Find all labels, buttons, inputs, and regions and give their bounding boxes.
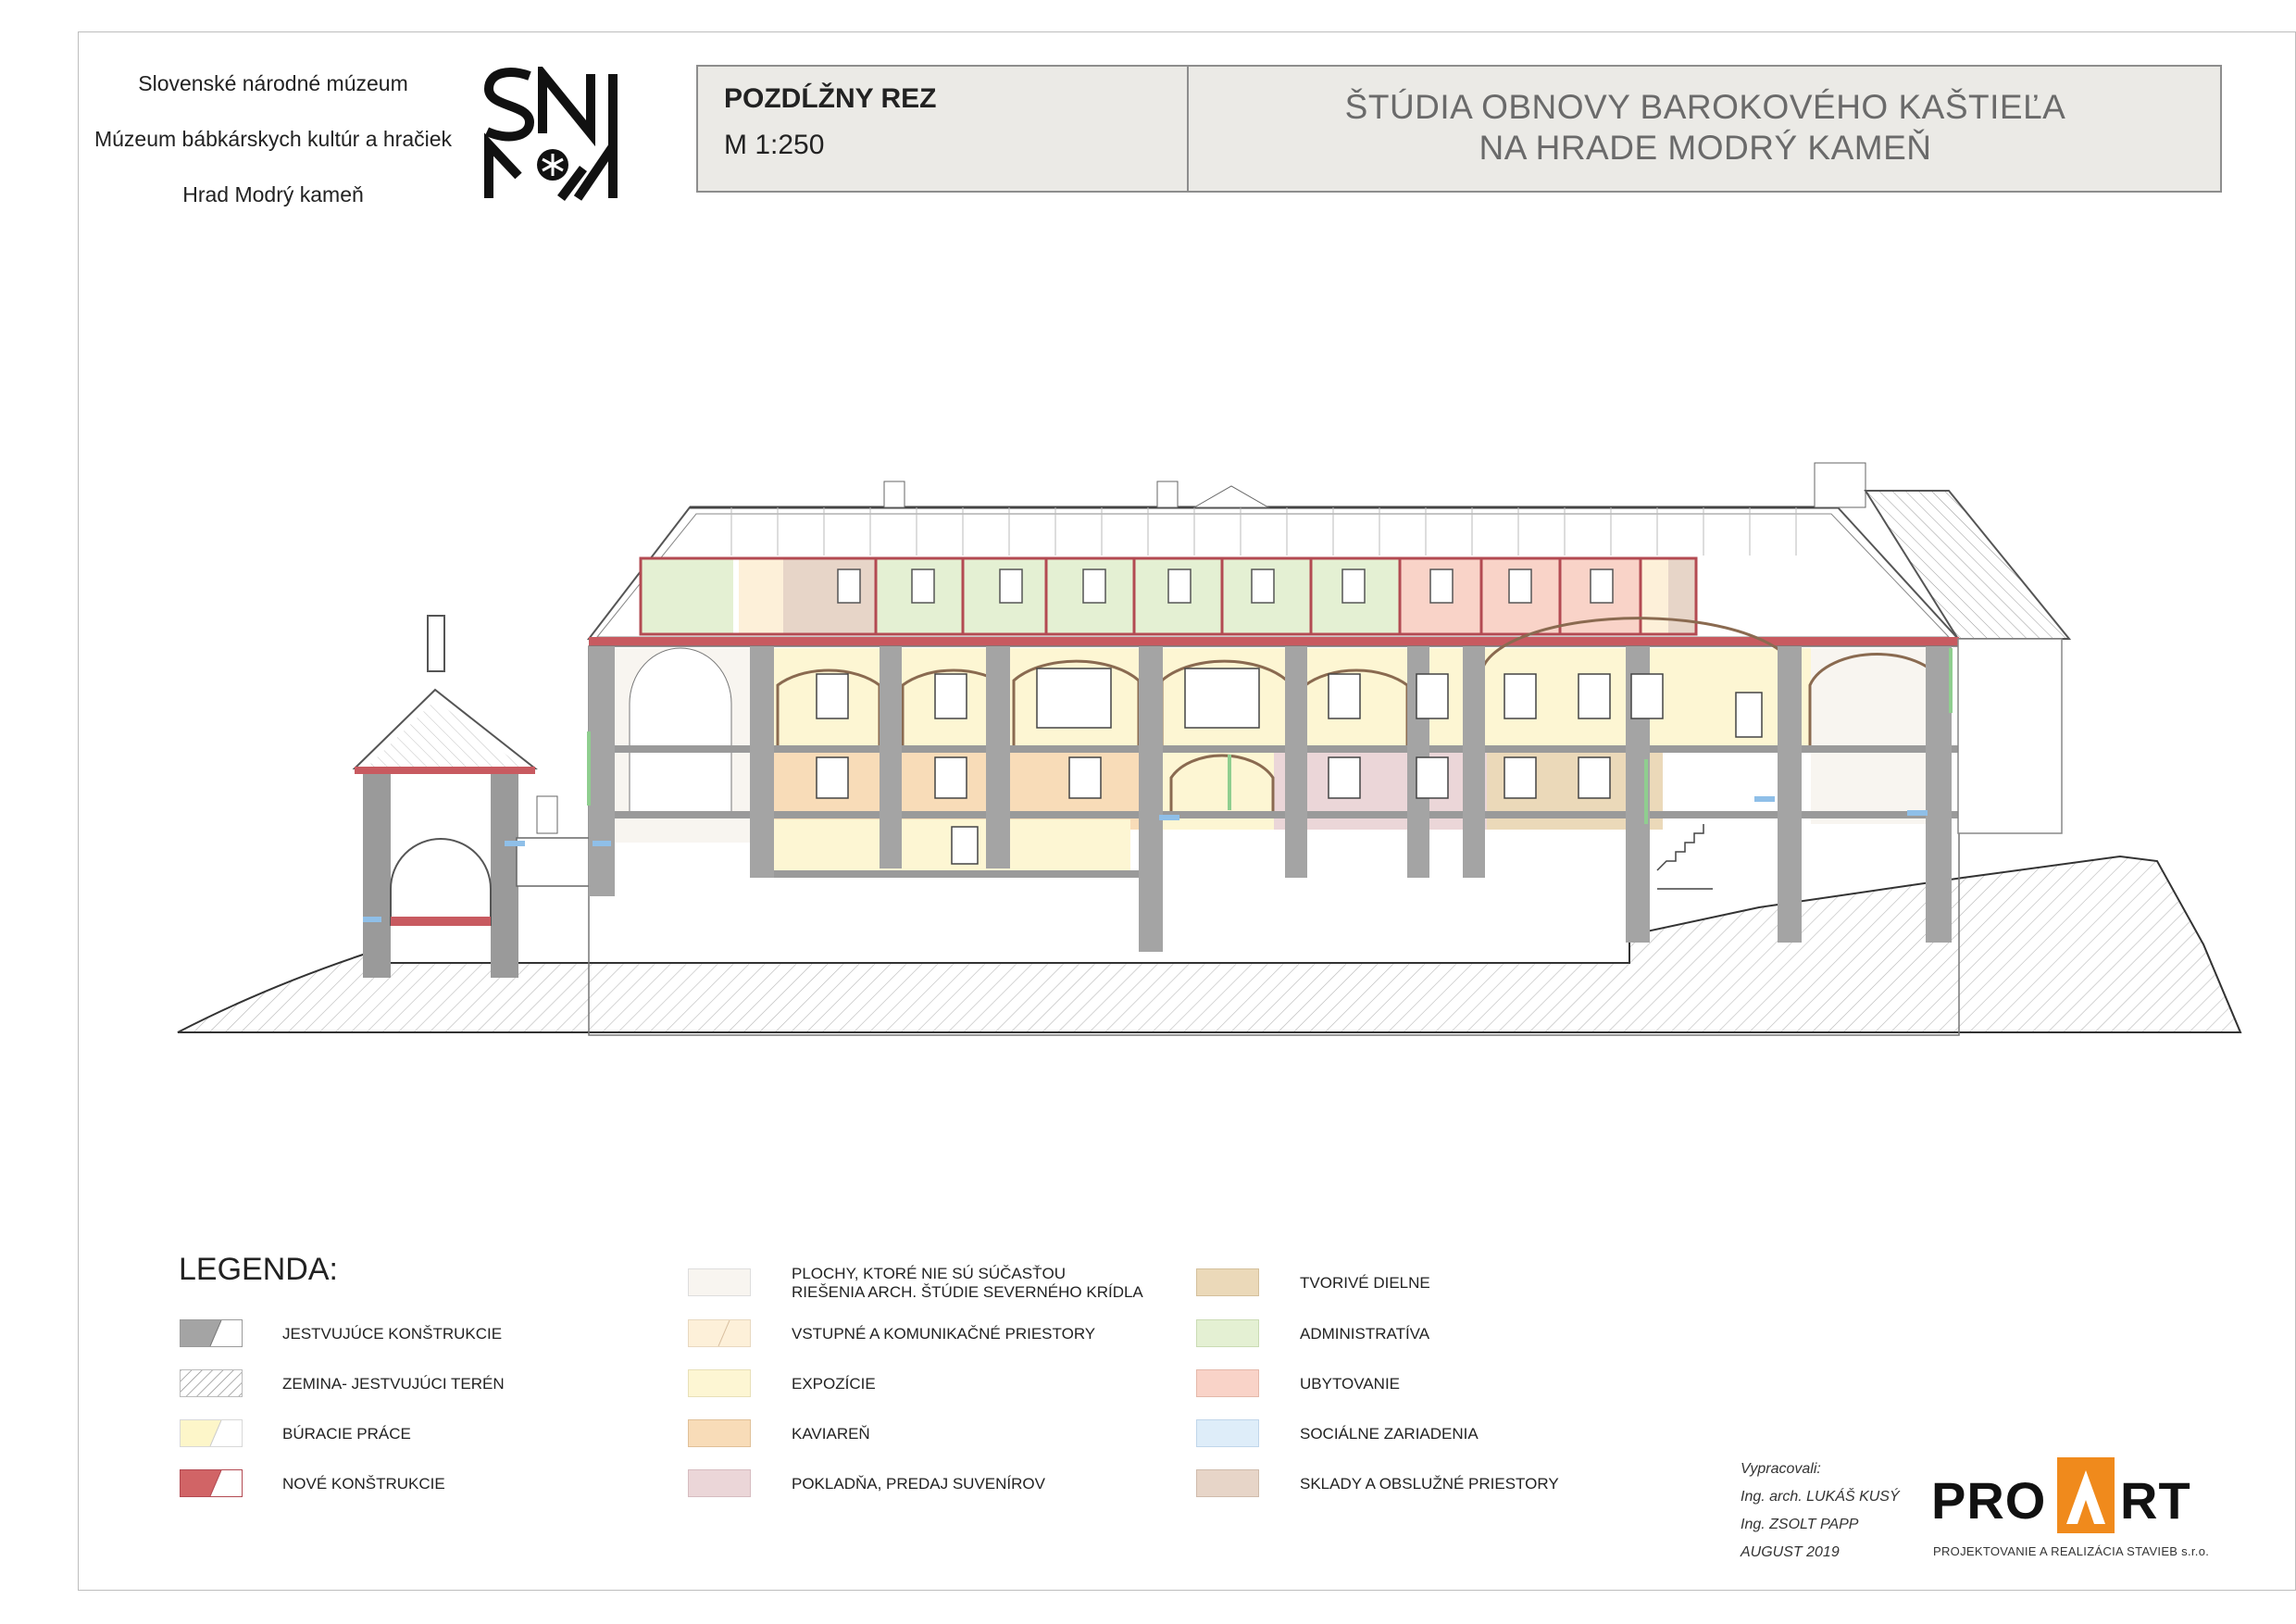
proart-logo-right: RT (2120, 1471, 2191, 1530)
legend-label-administration: ADMINISTRATÍVA (1300, 1325, 1430, 1343)
legend-swatch-entrance (688, 1319, 751, 1347)
snm-logo-icon (483, 67, 618, 201)
legend-label-workshops: TVORIVÉ DIELNE (1300, 1274, 1430, 1292)
connecting-passage (516, 837, 596, 887)
title-block: POZDĹŽNY REZ M 1:250 ŠTÚDIA OBNOVY BAROK… (696, 65, 2222, 193)
legend-label-demolition: BÚRACIE PRÁCE (282, 1425, 411, 1443)
project-title-line-1: ŠTÚDIA OBNOVY BAROKOVÉHO KAŠTIEĽA (1344, 88, 2066, 126)
terrain-hatch (177, 855, 2242, 1033)
credits-author-2: Ing. ZSOLT PAPP (1741, 1517, 1859, 1532)
institution-line-2: Múzeum bábkárskych kultúr a hračiek (94, 127, 453, 151)
legend-swatch-existing (180, 1319, 243, 1347)
legend-label-storage: SKLADY A OBSLUŽNÉ PRIESTORY (1300, 1475, 1559, 1493)
legend-label-entrance: VSTUPNÉ A KOMUNIKAČNÉ PRIESTORY (792, 1325, 1096, 1343)
proart-logo-left: PRO (1931, 1471, 2047, 1530)
proart-logo: PRO RT (1931, 1457, 2218, 1559)
drawing-scale: M 1:250 (724, 130, 825, 160)
legend-swatch-exhibitions (688, 1369, 751, 1397)
legend-swatch-terrain (180, 1369, 243, 1397)
chapel-annex (352, 615, 558, 978)
legend-swatch-administration (1196, 1319, 1259, 1347)
credits-heading: Vypracovali: (1741, 1461, 1821, 1477)
legend-label-existing: JESTVUJÚCE KONŠTRUKCIE (282, 1325, 503, 1343)
legend-label-ticket-office: POKLADŇA, PREDAJ SUVENÍROV (792, 1475, 1045, 1493)
institution-line-1: Slovenské národné múzeum (138, 71, 408, 95)
legend-label-new-construction: NOVÉ KONŠTRUKCIE (282, 1475, 445, 1493)
attic-floor (639, 556, 1698, 636)
credits-author-1: Ing. arch. LUKÁŠ KUSÝ (1741, 1489, 1900, 1505)
institution-block: Slovenské národné múzeum Múzeum bábkársk… (83, 63, 463, 230)
legend-label-out-of-scope-line-1: PLOCHY, KTORÉ NIE SÚ SÚČASŤOU (792, 1265, 1066, 1282)
legend-label-terrain: ZEMINA- JESTVUJÚCI TERÉN (282, 1375, 505, 1393)
credits-block: Vypracovali: Ing. arch. LUKÁŠ KUSÝ Ing. … (1741, 1455, 1900, 1567)
project-title-line-2: NA HRADE MODRÝ KAMEŇ (1479, 129, 1932, 167)
institution-line-3: Hrad Modrý kameň (182, 182, 364, 206)
legend-label-out-of-scope: PLOCHY, KTORÉ NIE SÚ SÚČASŤOU RIEŠENIA A… (792, 1265, 1143, 1302)
legend-label-sanitary: SOCIÁLNE ZARIADENIA (1300, 1425, 1479, 1443)
legend-swatch-ticket-office (688, 1469, 751, 1497)
main-building-body (363, 617, 1960, 1036)
legend-swatch-demolition (180, 1419, 243, 1447)
legend-label-out-of-scope-line-2: RIEŠENIA ARCH. ŠTÚDIE SEVERNÉHO KRÍDLA (792, 1283, 1143, 1301)
title-block-divider (1187, 67, 1189, 191)
legend-label-exhibitions: EXPOZÍCIE (792, 1375, 876, 1393)
legend-swatch-storage (1196, 1469, 1259, 1497)
legend-title: LEGENDA: (179, 1252, 338, 1287)
proart-tagline: PROJEKTOVANIE A REALIZÁCIA STAVIEB s.r.o… (1933, 1544, 2210, 1558)
legend-label-cafe: KAVIAREŇ (792, 1425, 870, 1443)
legend-swatch-out-of-scope (688, 1268, 751, 1296)
right-adjacent-building (1957, 638, 2063, 834)
legend-swatch-accommodation (1196, 1369, 1259, 1397)
credits-date: AUGUST 2019 (1741, 1544, 1840, 1560)
legend-swatch-sanitary (1196, 1419, 1259, 1447)
legend-swatch-cafe (688, 1419, 751, 1447)
legend-swatch-workshops (1196, 1268, 1259, 1296)
legend-label-accommodation: UBYTOVANIE (1300, 1375, 1401, 1393)
legend-swatch-new-construction (180, 1469, 243, 1497)
proart-a-icon (2057, 1457, 2115, 1533)
section-name: POZDĹŽNY REZ (724, 83, 937, 114)
project-title: ŠTÚDIA OBNOVY BAROKOVÉHO KAŠTIEĽA NA HRA… (1191, 87, 2220, 169)
longitudinal-section-drawing (177, 462, 2242, 1036)
